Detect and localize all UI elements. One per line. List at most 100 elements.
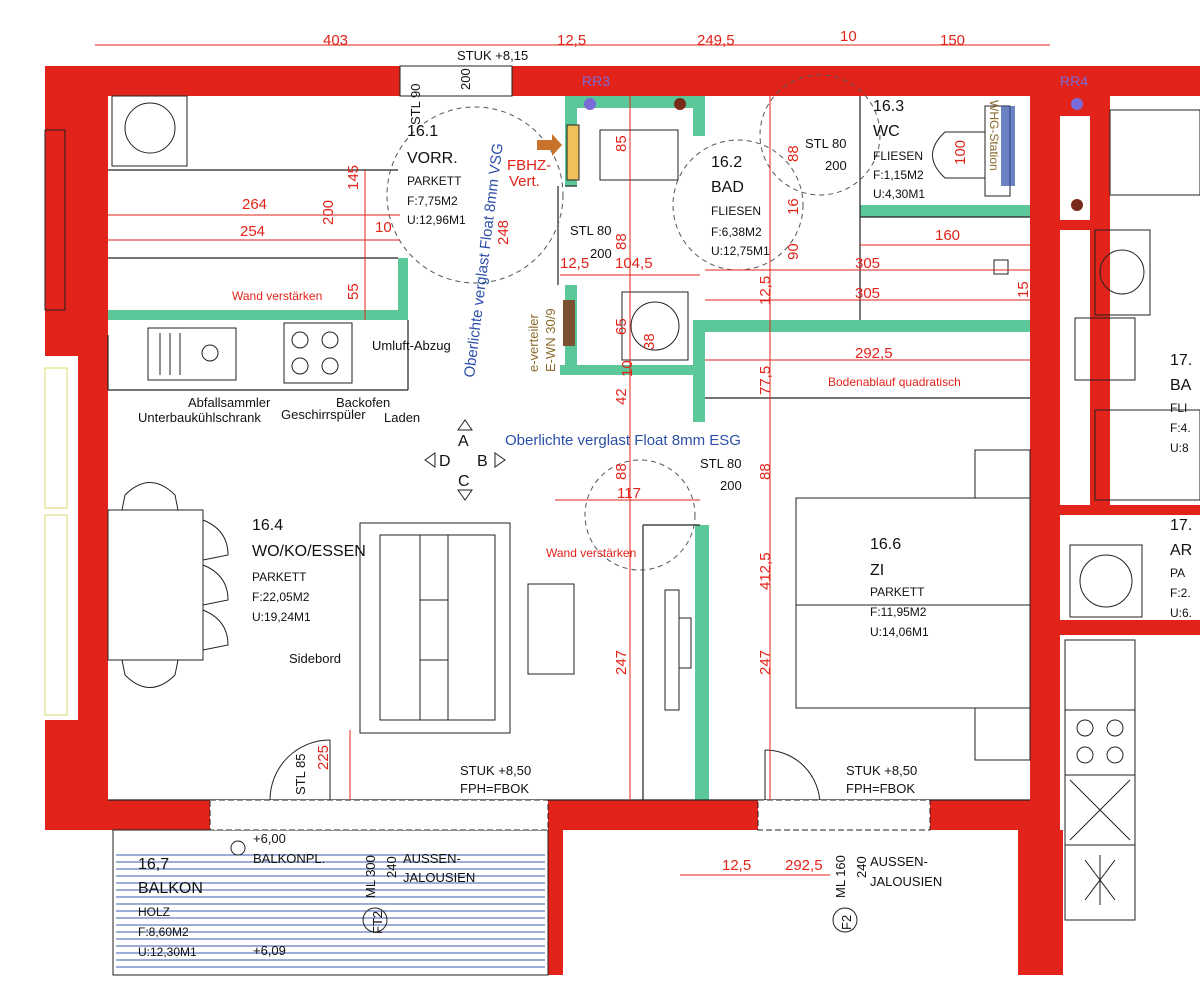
dim-12-5-bottom: 12,5 [722,857,751,874]
exterior-walls [45,66,1200,975]
svg-text:U:8: U:8 [1170,441,1189,455]
svg-text:U:6.: U:6. [1170,606,1192,620]
neighbor-fixtures [1064,109,1200,921]
dim-225: 225 [315,745,332,770]
rr-markers [537,98,1083,211]
interior-dimensions: 248 12,5 104,5 85 88 88 90 16 65 38 12,5… [315,135,1032,770]
room-perimeter: U:4,30M1 [873,187,925,201]
svg-text:PA: PA [1170,566,1185,580]
svg-text:FPH=FBOK: FPH=FBOK [846,781,915,796]
dim-104-5: 104,5 [615,255,653,272]
svg-text:F:4.: F:4. [1170,421,1191,435]
room-floor: FLIESEN [873,149,923,163]
balcony [112,799,931,976]
dim-150: 150 [940,32,965,49]
svg-text:F:2.: F:2. [1170,586,1191,600]
svg-text:WHG-Station: WHG-Station [987,100,1001,171]
room-wc: 16.3 WC FLIESEN F:1,15M2 U:4,30M1 [873,98,925,201]
balcony-deck-planks [116,854,545,968]
room-floor: FLIESEN [711,204,761,218]
f2-marker-icon [832,907,858,933]
room-perimeter: U:19,24M1 [252,610,311,624]
room-name: ZI [870,562,884,579]
dim-65: 65 [613,318,630,335]
e-verteiler-box [563,300,575,346]
room-number: 16.4 [252,517,283,534]
wand-label: Wand verstärken [546,546,636,560]
room-number: 16.3 [873,98,904,115]
room-name: WC [873,123,900,140]
room-area: F:8,60M2 [138,925,189,939]
room-bad: 16.2 BAD FLIESEN F:6,38M2 U:12,75M1 [711,154,770,258]
svg-text:e-verteiler: e-verteiler [526,314,541,372]
left-neighbor-fixtures [44,95,188,716]
svg-text:FLI: FLI [1170,401,1187,415]
dim-200: 200 [320,200,337,225]
dim-38: 38 [641,333,658,350]
room-number: 16.2 [711,154,742,171]
rr3-label: RR3 [582,73,610,89]
ft2-label: FT2 [370,911,385,934]
neighbor-room-name: BA [1170,377,1192,394]
neighbor-labels: 17. BA FLI F:4. U:8 17. AR PA F:2. U:6. [1170,352,1192,620]
room-name: WO/KO/ESSEN [252,543,366,560]
svg-text:200: 200 [590,246,612,261]
svg-text:ML 160: ML 160 [833,855,848,898]
sink-drain-icon [201,344,219,362]
stuk-label: STUK +8,15 [457,48,528,63]
dim-247-a: 247 [613,650,630,675]
bathroom-fixtures [563,105,1015,361]
oberlichte-vsg-label: Oberlichte verglast Float 8mm VSG [461,142,507,378]
room-number: 16.1 [407,123,438,140]
stove [283,322,353,384]
dim-249-5: 249,5 [697,32,735,49]
room-floor: PARKETT [870,585,925,599]
svg-text:+6,00: +6,00 [253,831,286,846]
room-floor: PARKETT [252,570,307,584]
room-number: 16.6 [870,536,901,553]
room-perimeter: U:14,06M1 [870,625,929,639]
dim-292-5-bottom: 292,5 [785,857,823,874]
neighbor-room-name: AR [1170,542,1192,559]
dim-305-a: 305 [855,255,880,272]
sink [147,327,237,381]
dim-412-5: 412,5 [757,552,774,590]
svg-text:Vert.: Vert. [509,173,540,190]
room-name: BALKON [138,880,203,897]
svg-text:FPH=FBOK: FPH=FBOK [460,781,529,796]
floor-drain-icon [993,259,1009,275]
svg-text:+6,09: +6,09 [253,943,286,958]
dim-254: 254 [240,223,265,240]
svg-text:Backofen: Backofen [336,395,390,410]
svg-text:Abfallsammler: Abfallsammler [188,395,271,410]
dim-100: 100 [952,140,969,165]
dim-10-c: 10 [619,360,636,377]
nav-d: D [439,453,451,470]
svg-text:Bodenablauf quadratisch: Bodenablauf quadratisch [828,375,961,389]
room-perimeter: U:12,75M1 [711,244,770,258]
dim-264: 264 [242,196,267,213]
dim-12-5-b: 12,5 [560,255,589,272]
dim-42: 42 [613,388,630,405]
svg-text:200: 200 [825,158,847,173]
dim-145: 145 [345,165,362,190]
room-name: VORR. [407,150,458,167]
wand-label: Wand verstärken [232,289,322,303]
room-number: 16,7 [138,856,169,873]
dim-12-5-c: 12,5 [757,276,774,305]
svg-text:AUSSEN-: AUSSEN- [403,851,461,866]
svg-text:STL 80: STL 80 [805,136,846,151]
section-markers [362,419,858,933]
room-wohn: 16.4 WO/KO/ESSEN PARKETT F:22,05M2 U:19,… [252,517,366,624]
bed [795,449,1031,761]
dim-88-a: 88 [613,233,630,250]
room-floor: PARKETT [407,174,462,188]
dim-403: 403 [323,32,348,49]
svg-text:STUK +8,50: STUK +8,50 [846,763,917,778]
dim-305-b: 305 [855,285,880,302]
dim-160: 160 [935,227,960,244]
wc-toilet-icon [932,131,986,179]
dim-77-5: 77,5 [757,366,774,395]
svg-text:JALOUSIEN: JALOUSIEN [870,874,942,889]
